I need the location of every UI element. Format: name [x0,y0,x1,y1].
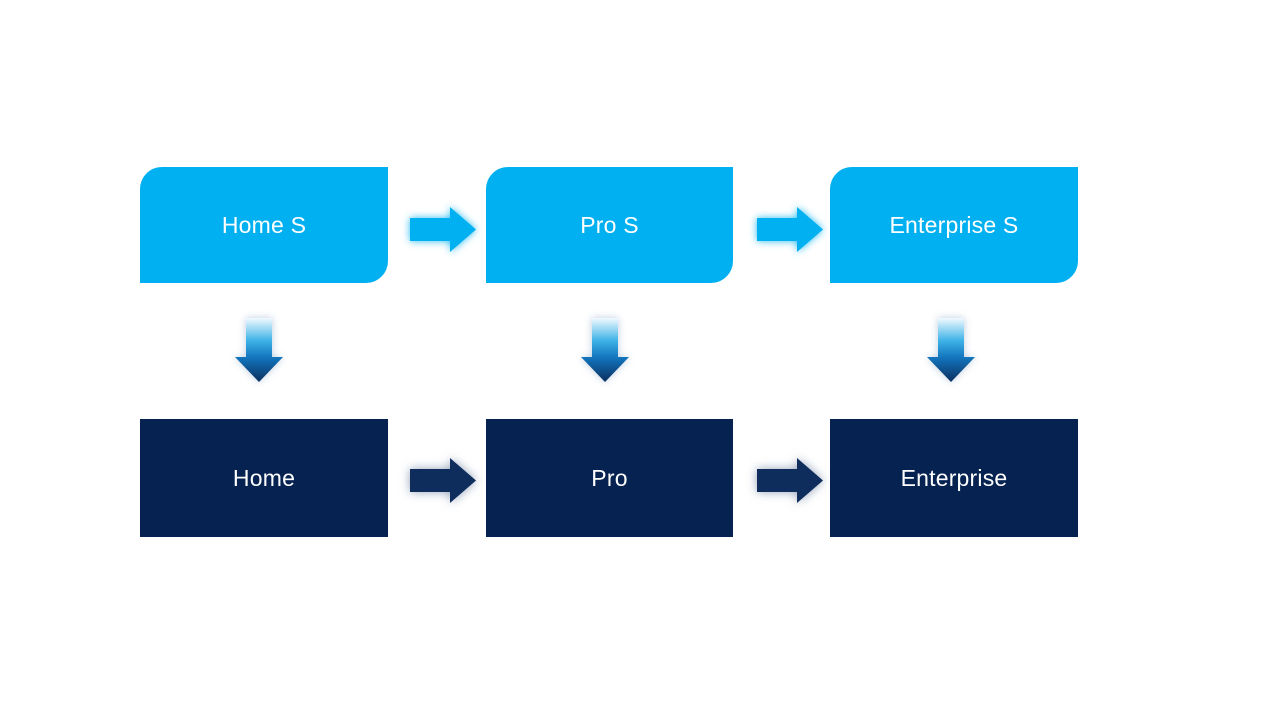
box-pro-s: Pro S [486,167,733,283]
box-label: Home [232,464,296,491]
box-label: Pro [591,464,628,491]
right-arrow-icon [757,207,823,252]
right-arrow-icon [410,458,476,503]
down-arrow-icon [235,318,283,382]
right-arrow-icon [410,207,476,252]
down-arrow-icon [927,318,975,382]
box-pro: Pro [486,419,733,537]
down-arrow-icon [581,318,629,382]
box-home: Home [140,419,388,537]
right-arrow-icon [757,458,823,503]
box-home-s: Home S [140,167,388,283]
box-enterprise: Enterprise [830,419,1078,537]
box-enterprise-s: Enterprise S [830,167,1078,283]
box-label: Pro S [580,211,639,238]
box-label: Home S [221,211,307,238]
box-label: Enterprise [900,464,1008,491]
box-label: Enterprise S [889,211,1019,238]
